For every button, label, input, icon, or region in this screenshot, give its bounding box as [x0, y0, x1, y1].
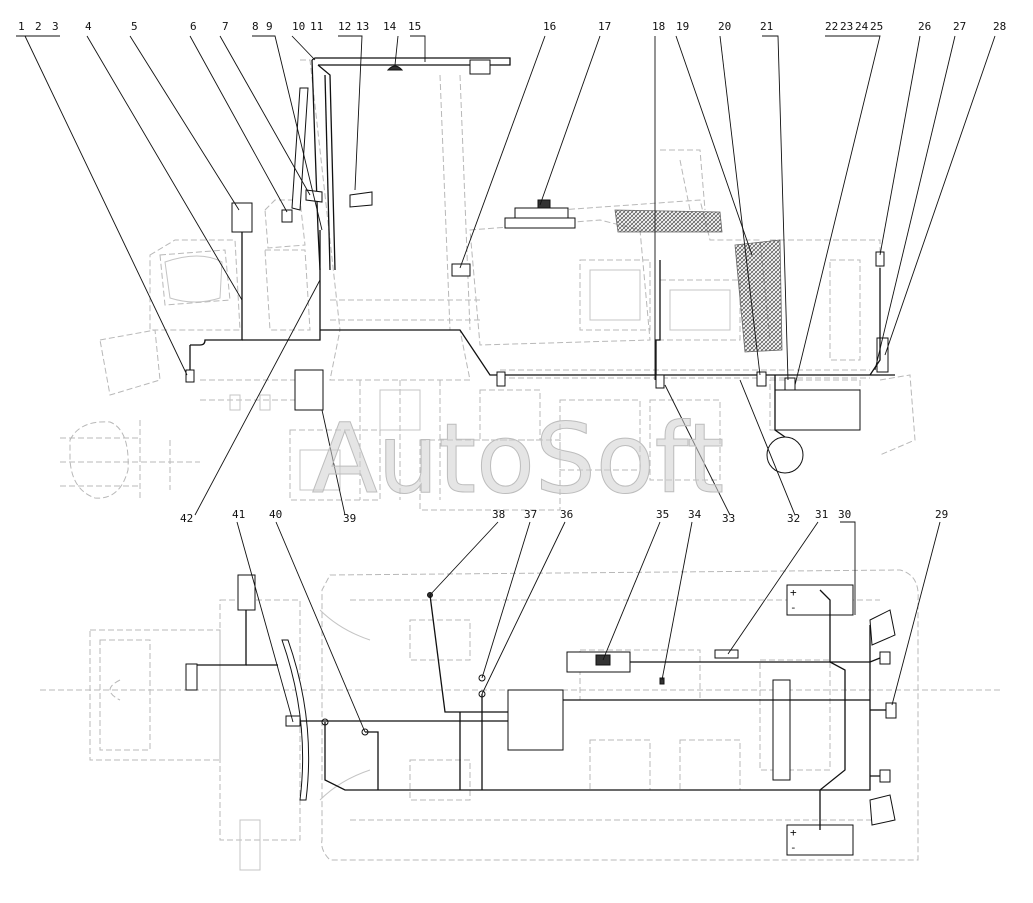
air-cleaner	[504, 217, 576, 229]
callout-labels: 1 2 3 4 5 6 7 8 9 10 11 12 13 14 15 16 1…	[18, 20, 1006, 525]
callout-36: 36	[560, 508, 573, 521]
rear-lamp-left-plan	[185, 663, 198, 691]
battery-bottom-plus: +	[790, 826, 797, 839]
callout-13: 13	[356, 20, 369, 33]
callout-14: 14	[383, 20, 397, 33]
alternator	[772, 679, 791, 781]
callout-25: 25	[870, 20, 883, 33]
radiator	[734, 239, 783, 353]
callout-40: 40	[269, 508, 282, 521]
callout-19: 19	[676, 20, 689, 33]
side-view	[16, 35, 996, 516]
plan-components: + - + -	[185, 574, 897, 856]
connector-31	[714, 649, 739, 659]
battery-top	[786, 584, 854, 616]
callout-20: 20	[718, 20, 731, 33]
callout-39: 39	[343, 512, 356, 525]
callout-30: 30	[838, 508, 851, 521]
callout-33: 33	[722, 512, 735, 525]
engine-compartment	[451, 199, 889, 474]
callout-38: 38	[492, 508, 505, 521]
callout-15: 15	[408, 20, 421, 33]
rear-work-lamp	[231, 202, 253, 233]
callout-41: 41	[232, 508, 245, 521]
callout-32: 32	[787, 512, 800, 525]
callout-21: 21	[760, 20, 773, 33]
rear-lamp-left	[185, 369, 195, 383]
headlamp-right	[869, 609, 896, 646]
watermark: AutoSoft	[312, 403, 724, 515]
battery-top-minus: -	[790, 601, 797, 614]
cab-switch	[349, 191, 373, 208]
callout-8: 8	[252, 20, 259, 33]
relay	[281, 209, 293, 223]
callout-22: 22	[825, 20, 838, 33]
headlamp-left	[869, 794, 896, 826]
callout-3: 3	[52, 20, 59, 33]
fender-lamp	[281, 639, 310, 801]
fuel-tank	[507, 689, 564, 751]
callout-24: 24	[855, 20, 869, 33]
plan-harness	[197, 589, 886, 830]
plan-leaders	[236, 521, 941, 733]
horn	[766, 436, 804, 474]
cab-frame	[281, 57, 511, 271]
callout-34: 34	[688, 508, 702, 521]
battery-top-plus: +	[790, 586, 797, 599]
callout-31: 31	[815, 508, 828, 521]
callout-2: 2	[35, 20, 42, 33]
battery-side	[774, 389, 861, 431]
callout-28: 28	[993, 20, 1006, 33]
plan-view: + - + -	[40, 521, 1000, 871]
callout-27: 27	[953, 20, 966, 33]
callout-29: 29	[935, 508, 948, 521]
air-cleaner-cap	[514, 207, 569, 219]
cab-connector	[469, 59, 491, 75]
callout-37: 37	[524, 508, 537, 521]
callout-1: 1	[18, 20, 25, 33]
callout-26: 26	[918, 20, 931, 33]
callout-35: 35	[656, 508, 669, 521]
control-box	[294, 369, 324, 411]
front-lamp-small	[875, 251, 885, 267]
battery-bottom	[786, 824, 854, 856]
callout-6: 6	[190, 20, 197, 33]
callout-12: 12	[338, 20, 351, 33]
callout-9: 9	[266, 20, 273, 33]
callout-17: 17	[598, 20, 611, 33]
side-leaders	[16, 35, 996, 516]
rear-lamp-plan	[237, 574, 256, 611]
callout-16: 16	[543, 20, 556, 33]
battery-bottom-minus: -	[790, 841, 797, 854]
callout-11: 11	[310, 20, 323, 33]
callout-7: 7	[222, 20, 229, 33]
fuse-box	[451, 263, 471, 277]
callout-18: 18	[652, 20, 665, 33]
horn-plan	[885, 702, 897, 719]
hood-grille	[614, 209, 723, 233]
callout-42: 42	[180, 512, 193, 525]
side-harness	[185, 202, 895, 438]
callout-4: 4	[85, 20, 92, 33]
cab-lamp	[386, 65, 404, 71]
callout-23: 23	[840, 20, 853, 33]
callout-5: 5	[131, 20, 138, 33]
callout-10: 10	[292, 20, 305, 33]
